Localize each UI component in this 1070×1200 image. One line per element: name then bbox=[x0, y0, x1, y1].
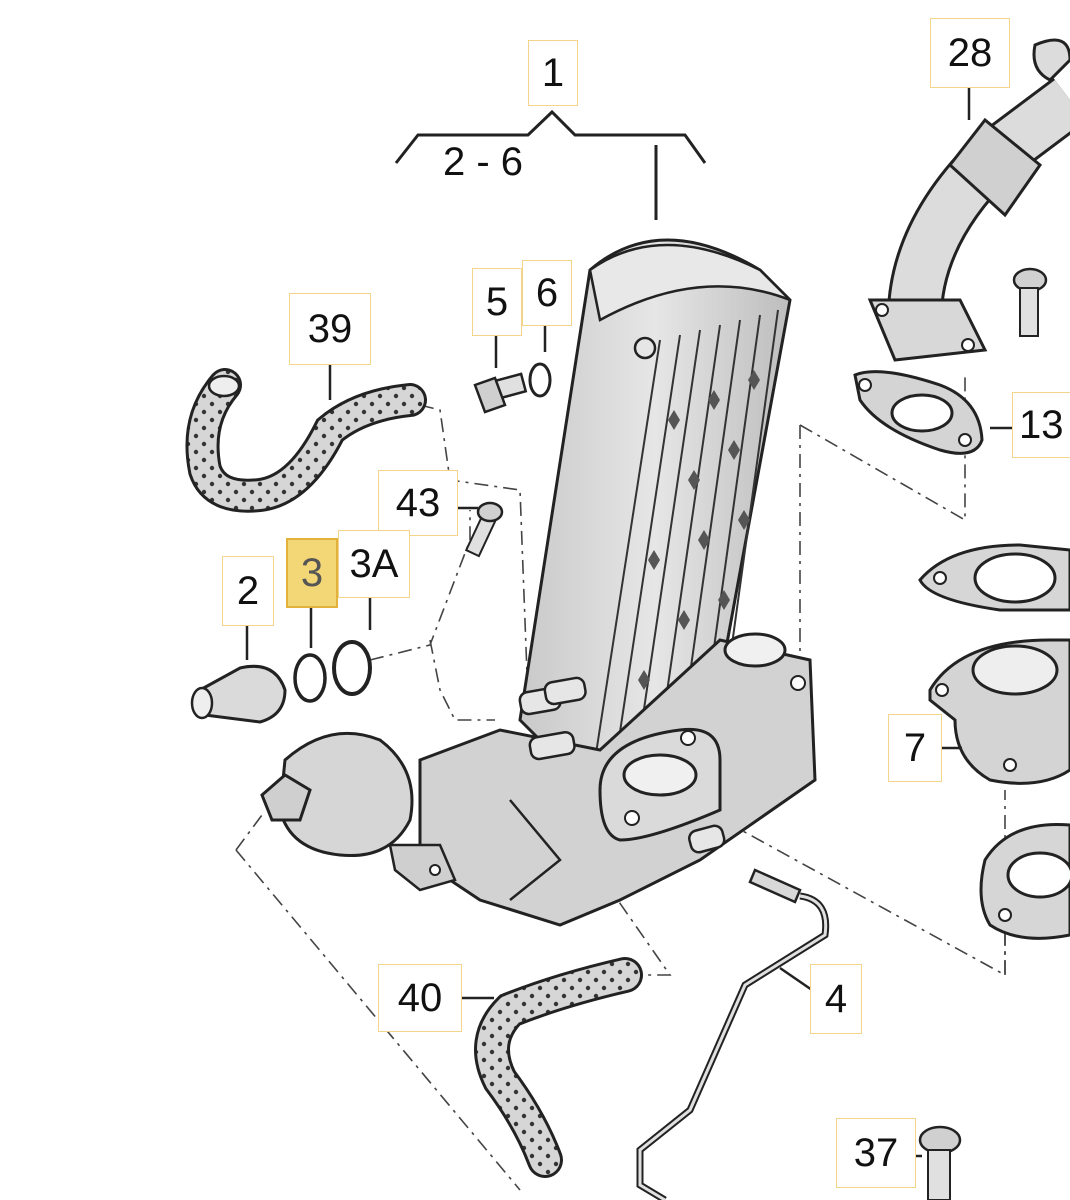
callout-43[interactable]: 43 bbox=[378, 470, 458, 536]
bolt-37[interactable] bbox=[918, 1125, 962, 1200]
group-label: 2 - 6 bbox=[443, 140, 524, 184]
callout-2[interactable]: 2 bbox=[222, 556, 274, 626]
callout-6[interactable]: 6 bbox=[522, 260, 572, 326]
group-bracket bbox=[394, 109, 707, 220]
callout-3a[interactable]: 3A bbox=[338, 530, 410, 598]
o-ring-3[interactable] bbox=[293, 653, 327, 703]
callout-39[interactable]: 39 bbox=[289, 293, 371, 365]
callout-3[interactable]: 3 bbox=[286, 538, 338, 608]
flange-gasket-upper[interactable] bbox=[918, 543, 1070, 612]
egr-pipe-28[interactable] bbox=[867, 38, 1070, 362]
connector-2[interactable] bbox=[190, 664, 287, 724]
callout-7[interactable]: 7 bbox=[888, 714, 942, 782]
bolt-43[interactable] bbox=[464, 501, 504, 558]
callout-1[interactable]: 1 bbox=[528, 40, 578, 106]
callout-13[interactable]: 13 bbox=[1012, 392, 1070, 458]
callout-4[interactable]: 4 bbox=[810, 964, 862, 1034]
temperature-sensor-4[interactable] bbox=[636, 868, 830, 1200]
o-ring-3a[interactable] bbox=[332, 640, 372, 696]
callout-40[interactable]: 40 bbox=[378, 964, 462, 1032]
bolt-5[interactable] bbox=[473, 372, 528, 414]
callout-28[interactable]: 28 bbox=[930, 18, 1010, 88]
egr-cooler[interactable] bbox=[260, 238, 817, 927]
gasket-13[interactable] bbox=[853, 370, 984, 455]
callout-5[interactable]: 5 bbox=[472, 268, 522, 336]
egr-valve-7[interactable] bbox=[928, 638, 1070, 785]
coolant-hose-40[interactable] bbox=[474, 957, 643, 1178]
bolt-upper-right[interactable] bbox=[1012, 267, 1048, 337]
seal-6[interactable] bbox=[528, 362, 552, 398]
callout-37[interactable]: 37 bbox=[836, 1118, 916, 1188]
coolant-hose-39[interactable] bbox=[185, 368, 427, 513]
flange-gasket-lower[interactable] bbox=[979, 822, 1070, 940]
